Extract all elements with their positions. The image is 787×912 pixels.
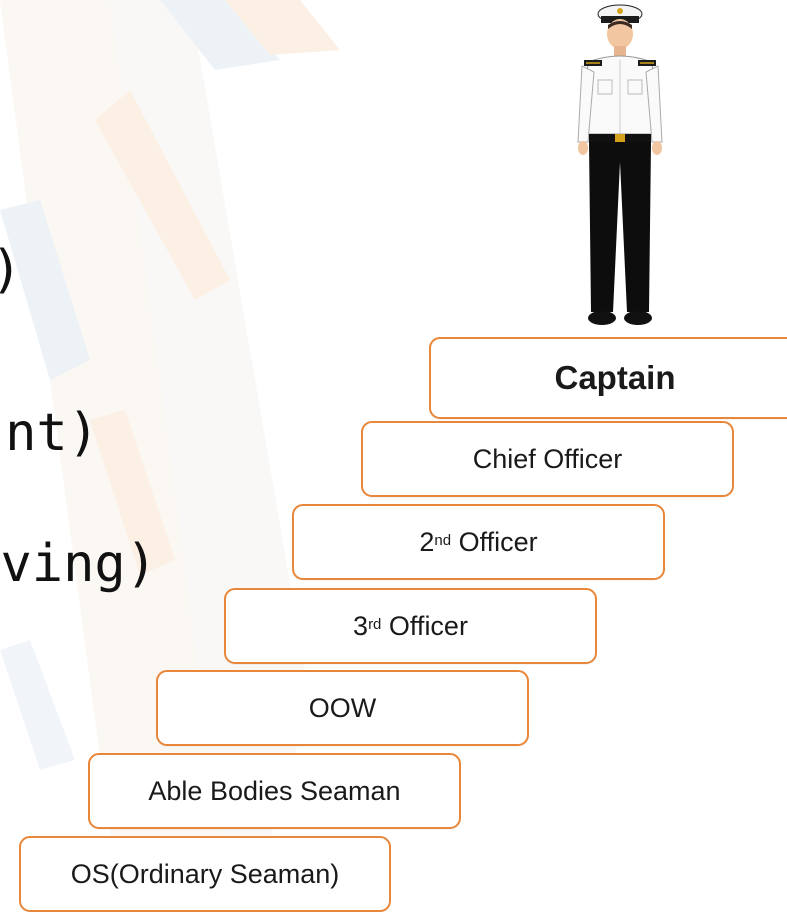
naval-captain-figure-icon [577,4,663,325]
step-chief-officer-label: Chief Officer [472,443,623,474]
step-captain-label: Captain [554,359,676,396]
step-ordinary-seaman: OS(Ordinary Seaman) [19,836,391,912]
step-2nd-officer-sup: nd [434,531,452,549]
step-3rd-officer-sup: rd [368,615,382,633]
step-oow: OOW [156,670,529,746]
step-ordinary-seaman-label: OS(Ordinary Seaman) [70,858,340,889]
step-captain: Captain [429,337,787,419]
step-able-bodies-seaman: Able Bodies Seaman [88,753,461,829]
step-2nd-officer-ordinal: 2 [419,526,435,557]
step-3rd-officer-ordinal: 3 [353,610,369,641]
step-chief-officer: Chief Officer [361,421,734,497]
partial-text-line-2: nt) [5,403,99,463]
step-2nd-officer-label: Officer [458,526,538,557]
partial-text-line-3: ving) [0,534,157,594]
step-able-bodies-seaman-label: Able Bodies Seaman [148,775,401,806]
step-3rd-officer-label: Officer [388,610,468,641]
step-oow-label: OOW [308,692,377,723]
partial-text-line-1: ) [0,244,22,296]
